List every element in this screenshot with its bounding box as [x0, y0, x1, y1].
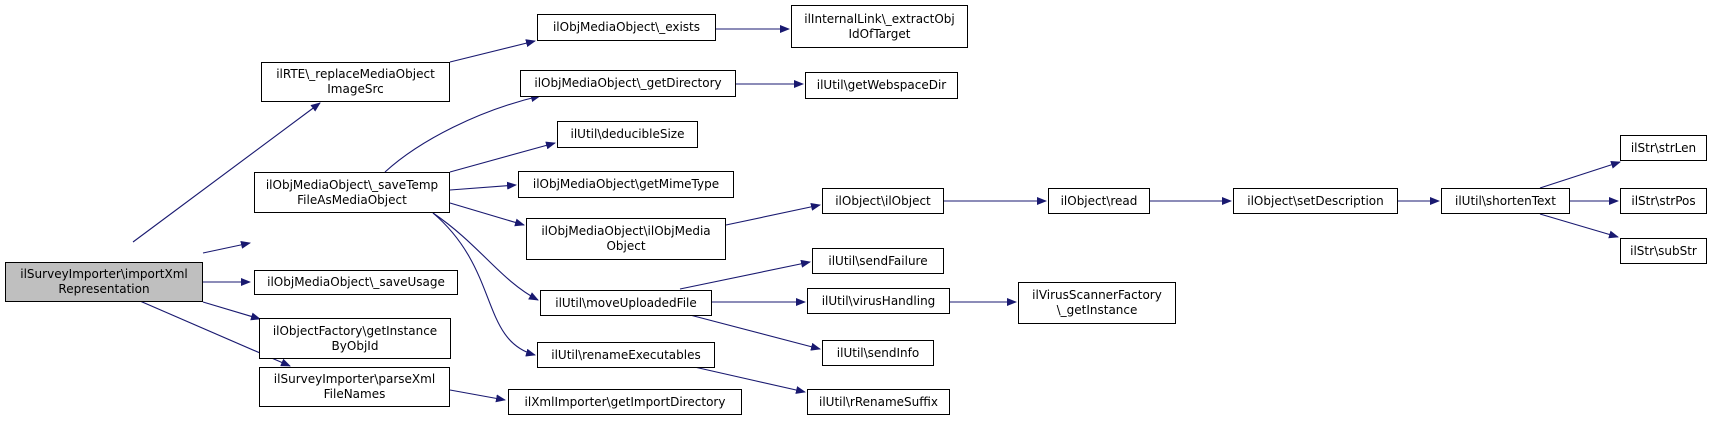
node-label-line1: ilInternalLink\_extractObj	[804, 11, 955, 26]
edge-move-sendInfo	[689, 314, 821, 351]
node-label-line1: ilUtil\sendFailure	[828, 253, 928, 268]
node-renameExecutables[interactable]: ilUtil\renameExecutables	[537, 342, 715, 368]
node-ilObject-read[interactable]: ilObject\read	[1048, 188, 1150, 214]
edge-shortenText-subStr	[1539, 213, 1619, 239]
node-label-line1: ilUtil\shortenText	[1455, 193, 1556, 208]
node-virusHandling[interactable]: ilUtil\virusHandling	[807, 288, 950, 314]
node-label-line1: ilObject\read	[1060, 193, 1138, 208]
edge-root-replaceMediaObject	[132, 102, 321, 243]
node-label-line1: ilObjMediaObject\getMimeType	[532, 177, 720, 191]
node-label-line2: Representation	[58, 282, 150, 296]
node-label-line2: ByObjId	[331, 338, 379, 353]
node-label-line1: ilObjMediaObject\_exists	[552, 20, 701, 34]
node-getImportDirectory[interactable]: ilXmlImporter\getImportDirectory	[508, 389, 742, 415]
node-sendFailure[interactable]: ilUtil\sendFailure	[812, 248, 944, 274]
node-label-line2: FileAsMediaObject	[297, 192, 407, 207]
node-label-line1: ilUtil\getWebspaceDir	[816, 78, 947, 92]
node-virusScannerFactory[interactable]: ilVirusScannerFactory\_getInstance	[1018, 282, 1176, 324]
node-label-line1: ilSurveyImporter\parseXml	[273, 372, 436, 386]
node-getMimeType[interactable]: ilObjMediaObject\getMimeType	[518, 171, 734, 198]
node-shortenText[interactable]: ilUtil\shortenText	[1441, 188, 1570, 214]
node-label-line1: ilObjMediaObject\ilObjMedia	[541, 224, 711, 238]
node-saveUsage[interactable]: ilObjMediaObject\_saveUsage	[254, 270, 458, 295]
node-label-line1: ilUtil\rRenameSuffix	[819, 394, 938, 409]
node-ilObject-ctor[interactable]: ilObject\ilObject	[822, 188, 944, 214]
node-label-line1: ilObjMediaObject\_saveTemp	[265, 177, 439, 192]
edge-parseXml-importDir	[449, 389, 506, 403]
node-label-line1: ilObjMediaObject\_getDirectory	[534, 76, 722, 90]
edge-root-saveTemp	[202, 240, 251, 254]
node-getDirectory[interactable]: ilObjMediaObject\_getDirectory	[520, 70, 736, 97]
edge-ilObjMedia-ilObject	[725, 202, 821, 226]
node-subStr[interactable]: ilStr\subStr	[1620, 238, 1707, 264]
edge-saveTemp-getDirectory	[384, 94, 541, 173]
edge-saveTemp-deducibleSize	[449, 141, 556, 173]
node-label-line1: ilObject\ilObject	[835, 193, 931, 208]
edge-saveTemp-moveUploadedFile	[432, 212, 539, 301]
node-deducibleSize[interactable]: ilUtil\deducibleSize	[557, 121, 698, 148]
node-label-line1: ilStr\subStr	[1630, 243, 1697, 258]
edge-saveTemp-renameExecutables	[432, 212, 536, 357]
node-label-line1: ilXmlImporter\getImportDirectory	[524, 394, 726, 409]
edge-replace-exists	[449, 39, 536, 63]
node-setDescription[interactable]: ilObject\setDescription	[1233, 188, 1398, 214]
node-label-line1: ilObject\setDescription	[1247, 193, 1384, 208]
node-strPos[interactable]: ilStr\strPos	[1620, 188, 1707, 214]
node-label-line1: ilVirusScannerFactory	[1032, 288, 1162, 302]
node-label-line1: ilObjMediaObject\_saveUsage	[267, 275, 445, 289]
node-label-line2: IdOfTarget	[848, 26, 911, 41]
node-ilObjMediaObject-exists[interactable]: ilObjMediaObject\_exists	[537, 14, 716, 41]
edge-root-getInstanceByObjId	[202, 301, 261, 321]
node-sendInfo[interactable]: ilUtil\sendInfo	[822, 340, 934, 366]
node-label-line1: ilUtil\deducibleSize	[570, 127, 685, 141]
node-label-line2: \_getInstance	[1056, 303, 1138, 317]
node-label-line2: Object	[606, 239, 646, 253]
node-label-line1: ilRTE\_replaceMediaObject	[276, 67, 435, 81]
node-moveUploadedFile[interactable]: ilUtil\moveUploadedFile	[540, 290, 712, 316]
edge-shortenText-strLen	[1539, 160, 1621, 189]
node-label-line1: ilUtil\virusHandling	[821, 293, 936, 308]
node-getWebspaceDir[interactable]: ilUtil\getWebspaceDir	[805, 72, 958, 99]
edge-move-sendFailure	[679, 259, 811, 290]
node-label-line1: ilStr\strPos	[1631, 193, 1696, 208]
edge-saveTemp-getMimeType	[449, 181, 517, 191]
node-strLen[interactable]: ilStr\strLen	[1620, 135, 1707, 161]
node-label-line1: ilObjectFactory\getInstance	[272, 323, 438, 338]
node-label-line2: FileNames	[323, 387, 386, 401]
node-rRenameSuffix[interactable]: ilUtil\rRenameSuffix	[807, 389, 950, 415]
node-label-line1: ilUtil\moveUploadedFile	[555, 295, 697, 310]
edge-saveTemp-ilObjMediaObject	[449, 202, 525, 227]
node-label-line1: ilUtil\renameExecutables	[551, 347, 701, 362]
node-label-line1: ilSurveyImporter\importXml	[20, 267, 188, 281]
node-label-line2: ImageSrc	[327, 82, 384, 96]
node-label-line1: ilUtil\sendInfo	[836, 345, 920, 360]
node-label-line1: ilStr\strLen	[1630, 140, 1697, 155]
edge-rename-rRenameSuffix	[689, 365, 806, 394]
